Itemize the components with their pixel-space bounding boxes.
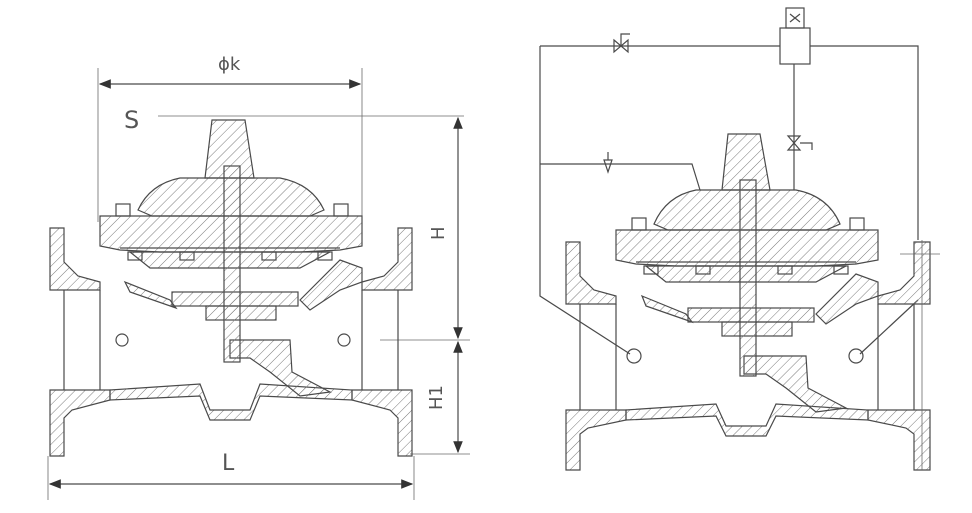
ball-valve-icon [786, 135, 813, 151]
label-H1: H1 [426, 385, 447, 410]
filter-icon [603, 152, 613, 174]
solenoid-valve-icon [779, 7, 811, 65]
left-valve-dimension-drawing: ϕk S H H1 L [47, 54, 470, 500]
dimension-H1: H1 [410, 340, 470, 455]
label-L: L [222, 451, 235, 476]
needle-valve-icon [613, 33, 630, 54]
right-valve-bonnet [615, 133, 879, 377]
dimension-phi-k: ϕk [97, 54, 363, 222]
dimension-L: L [47, 451, 415, 500]
label-H: H [428, 226, 449, 240]
dimension-H: H [380, 116, 470, 341]
right-valve-body [565, 240, 940, 471]
left-valve-bonnet [99, 119, 363, 363]
label-S: S [124, 106, 139, 134]
label-phi-k: ϕk [218, 54, 241, 75]
right-valve-schematic-drawing [539, 7, 940, 471]
pilot-piping [539, 45, 919, 355]
dimension-S: S [124, 106, 464, 134]
